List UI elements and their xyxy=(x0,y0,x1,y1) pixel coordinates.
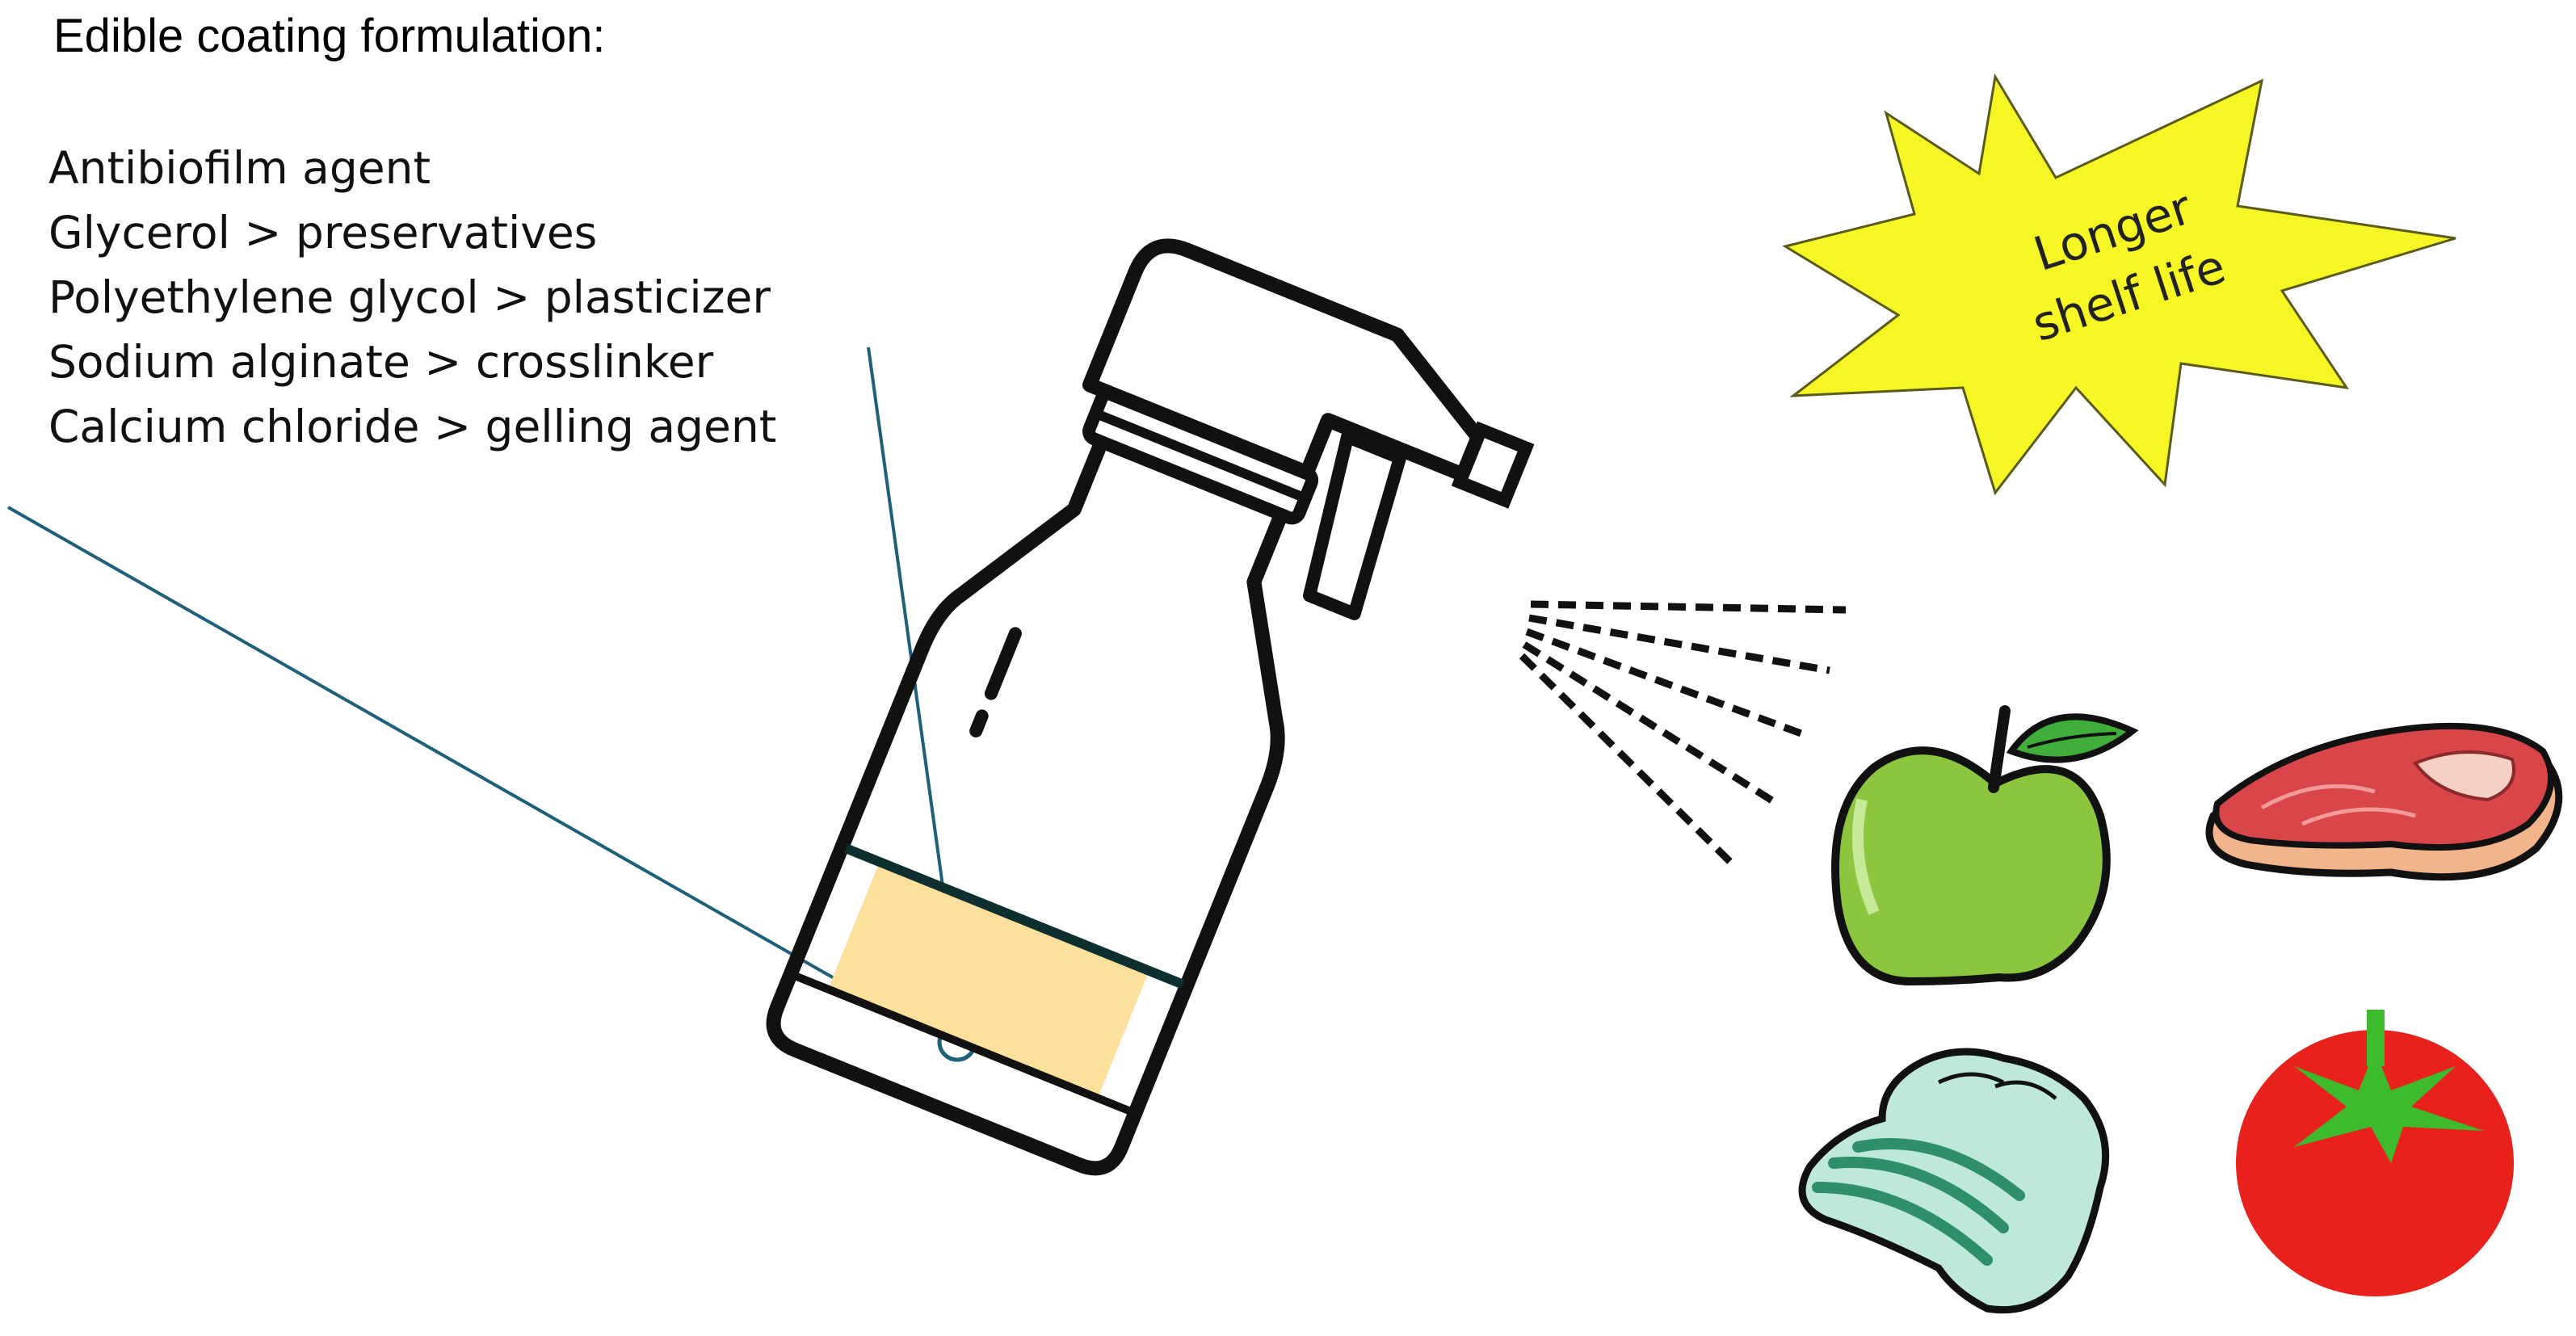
ingredient-item: Polyethylene glycol > plasticizer xyxy=(48,271,771,323)
tomato-icon xyxy=(2236,1010,2514,1296)
ingredient-item: Antibiofilm agent xyxy=(48,142,431,194)
ingredient-list: Antibiofilm agent Glycerol > preservativ… xyxy=(48,136,776,459)
steak-icon xyxy=(2205,722,2563,881)
ingredient-item: Calcium chloride > gelling agent xyxy=(48,401,777,452)
bottle-body xyxy=(766,439,1288,1176)
ingredient-item: Glycerol > preservatives xyxy=(48,207,598,258)
spray-bottle-icon xyxy=(766,238,1535,1176)
apple-icon xyxy=(1831,705,2139,986)
spray-mist xyxy=(1519,600,1847,868)
coating-liquid xyxy=(828,862,1149,1099)
pointer-line-left xyxy=(7,506,930,1034)
pointer-lines xyxy=(7,347,977,1062)
diagram-title: Edible coating formulation: xyxy=(53,10,606,62)
shelf-life-burst: Longer shelf life xyxy=(1782,73,2456,496)
lettuce-icon xyxy=(1798,1048,2110,1314)
ingredient-item: Sodium alginate > crosslinker xyxy=(48,336,714,388)
